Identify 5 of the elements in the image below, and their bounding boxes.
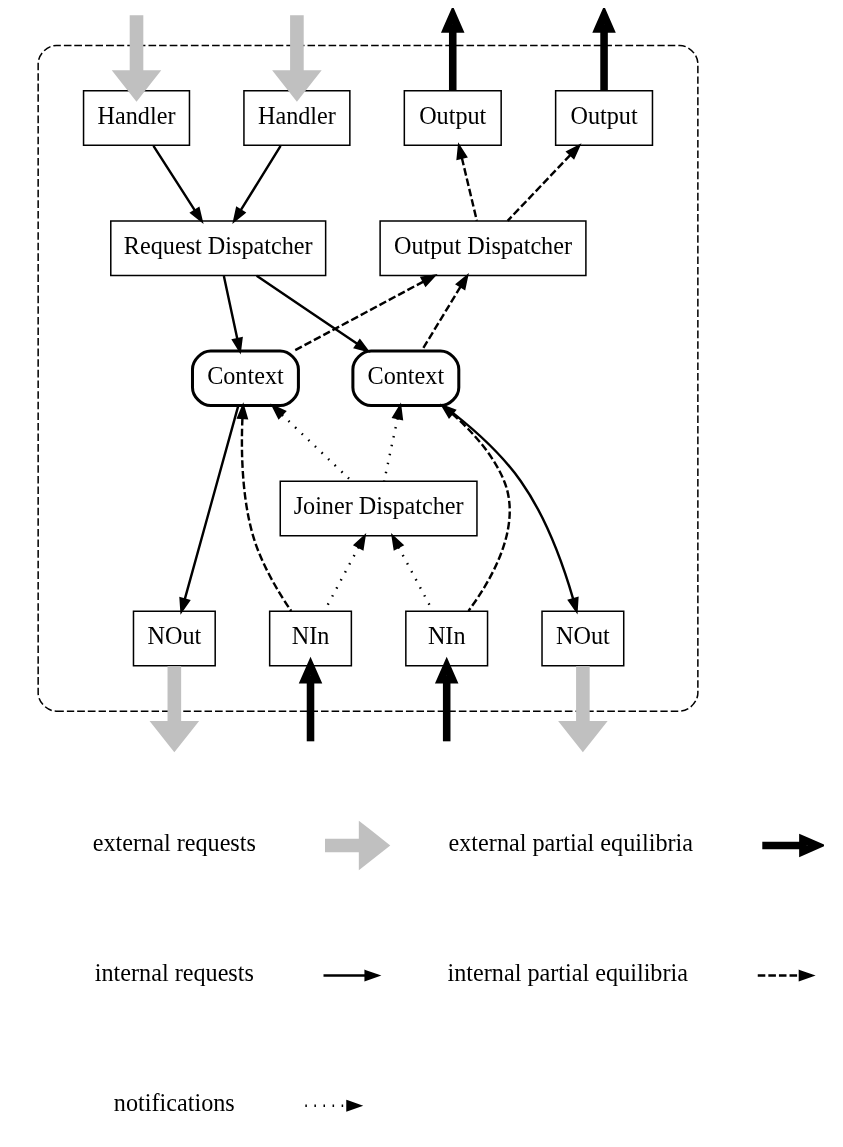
legend-label: external partial equilibria	[448, 829, 693, 857]
legend-label: internal requests	[94, 959, 254, 987]
legend-label: notifications	[113, 1089, 235, 1117]
legend-label: external requests	[92, 829, 256, 857]
legend-label: internal partial equilibria	[447, 959, 688, 987]
